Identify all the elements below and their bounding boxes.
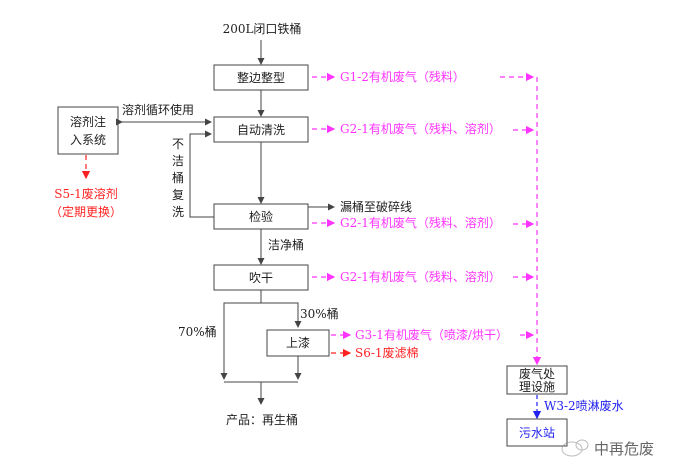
watermark-text: 中再危废 xyxy=(594,440,654,458)
leak-label: 漏桶至破碎线 xyxy=(340,199,412,214)
g21-dry-label: G2-1有机废气（残料、溶剂） xyxy=(340,269,501,284)
solvent-system-box xyxy=(57,106,119,155)
step-blow-dry-box xyxy=(213,264,309,291)
sewage-label: 污水站 xyxy=(519,426,555,440)
solvent-system-line2: 入系统 xyxy=(70,133,106,147)
rewash-loop-arrow xyxy=(189,130,214,218)
seventy-percent-label: 70%桶 xyxy=(178,324,217,339)
step-paint-label: 上漆 xyxy=(286,336,310,350)
w32-label: W3-2喷淋废水 xyxy=(544,398,624,413)
step-auto-wash-label: 自动清洗 xyxy=(237,123,285,137)
rewash-label-char: 洁 xyxy=(172,154,184,168)
step-inspect-label: 检验 xyxy=(249,209,273,224)
thirty-percent-label: 30%桶 xyxy=(300,306,339,321)
g12-label: G1-2有机废气（残料） xyxy=(340,69,465,84)
step-auto-wash-box xyxy=(213,116,309,143)
step-trim-label: 整边整型 xyxy=(237,70,285,85)
g21-wash-label: G2-1有机废气（残料、溶剂） xyxy=(340,121,501,136)
rewash-label-char: 洗 xyxy=(172,205,184,219)
step-inspect-box xyxy=(213,203,309,230)
g31-label: G3-1有机废气（喷漆/烘干） xyxy=(355,327,508,342)
rewash-label-char: 复 xyxy=(172,188,184,202)
step-paint-box xyxy=(266,329,330,357)
s51-note: （定期更换） xyxy=(50,204,122,219)
solvent-system-line1: 溶剂注 xyxy=(70,114,106,129)
split-line xyxy=(223,302,299,371)
s51-label: S5-1废溶剂 xyxy=(54,186,118,201)
g21-inspect-label: G2-1有机废气（残料、溶剂） xyxy=(340,215,501,230)
solvent-recycle-label: 溶剂循环使用 xyxy=(122,102,194,117)
treatment-box xyxy=(506,365,568,395)
sewage-box xyxy=(506,418,568,447)
treatment-line2: 理设施 xyxy=(519,380,555,394)
s61-label: S6-1废滤棉 xyxy=(355,345,419,360)
watermark-logo-icon xyxy=(561,439,589,457)
step-blow-dry-label: 吹干 xyxy=(249,271,273,285)
clean-label: 洁净桶 xyxy=(268,237,304,252)
rewash-label-char: 桶 xyxy=(172,170,184,185)
treatment-line1: 废气处 xyxy=(519,366,555,381)
input-label: 200L闭口铁桶 xyxy=(223,21,302,36)
product-label: 产品：再生桶 xyxy=(226,412,298,427)
rewash-label-char: 不 xyxy=(172,137,184,151)
